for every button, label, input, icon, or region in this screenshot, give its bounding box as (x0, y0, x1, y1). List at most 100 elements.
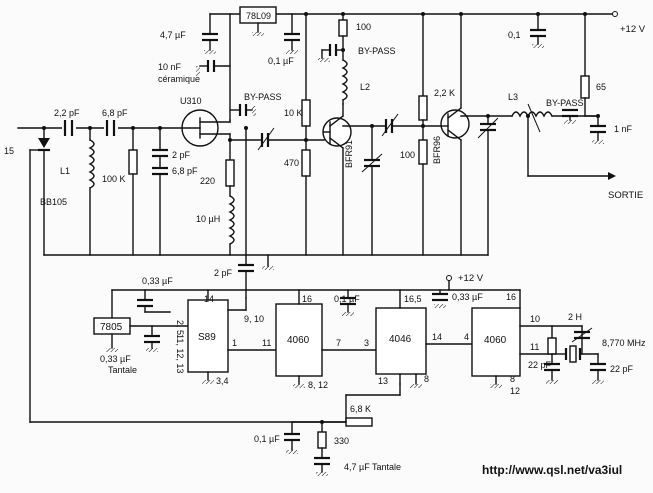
transistor-bfr96 (440, 12, 470, 256)
label-c01uf-b: 0,1 µF (334, 294, 360, 304)
label-pin-11b: 11 (530, 342, 539, 352)
ground-bus (43, 254, 489, 270)
trimmer-capacitor-a (229, 127, 325, 151)
inductor-l2 (341, 59, 348, 105)
inductor-l3 (487, 103, 600, 133)
label-l10uh: 10 µH (196, 214, 220, 224)
capacitor-1nf (590, 115, 606, 144)
transistor-bfr91 (322, 103, 352, 256)
inductor-l1 (88, 127, 95, 256)
label-pin-34: 3,4 (216, 376, 229, 386)
label-r100k: 100 K (102, 174, 126, 184)
label-bypass-a: BY-PASS (358, 46, 396, 56)
label-pin-1: 1 (232, 338, 237, 348)
label-xtal: 8,770 MHz (602, 338, 646, 348)
capacitor-2pf-prescaler (238, 126, 254, 299)
crystal-network (544, 325, 606, 384)
regulator-7805 (93, 317, 189, 352)
label-l3: L3 (508, 92, 518, 102)
label-c10nf: 10 nF (158, 62, 182, 72)
label-pin-8: 8 (424, 374, 429, 384)
interstage-coupling (342, 113, 443, 137)
label-c47uf-top: 4,7 µF (160, 30, 186, 40)
label-4046: 4046 (389, 334, 412, 345)
label-c01uf-a: 0,1 µF (268, 56, 294, 66)
capacitor-0u1-right (530, 12, 546, 48)
label-c033-b: 0,33 µF (452, 292, 483, 302)
chip-4060-b (471, 289, 583, 388)
label-c1nf: 1 nF (614, 124, 633, 134)
label-c2pf-a: 2 pF (172, 150, 191, 160)
regulator-78l09 (229, 6, 277, 121)
label-c68pf-a: 6,8 pF (102, 108, 128, 118)
capacitor-0u33-tantale (144, 325, 160, 352)
label-pin-11a: 11 (262, 338, 271, 348)
label-pin-12: 12 (510, 386, 520, 396)
label-bfr96: BFR96 (432, 136, 442, 164)
label-r470: 470 (284, 158, 299, 168)
source-resistor-220 (225, 133, 235, 256)
label-pin-10: 10 (530, 314, 540, 324)
label-c22pf: 2,2 pF (54, 108, 80, 118)
label-c01uf-r: 0,1 (508, 30, 521, 40)
source-url: http://www.qsl.net/va3iul (482, 463, 622, 477)
supply-rail-top (209, 11, 618, 17)
label-4060-a: 4060 (287, 335, 310, 346)
label-bypass-c: BY-PASS (546, 98, 584, 108)
varicap-bb105 (38, 127, 50, 256)
label-r22k: 2,2 K (434, 88, 455, 98)
resistor-65 (580, 12, 599, 117)
output-trimmer (460, 114, 499, 256)
supply-rail-mid (111, 275, 521, 319)
label-pin-3: 3 (364, 338, 369, 348)
capacitor-0u1-b (340, 289, 356, 316)
output-tap (527, 115, 616, 180)
label-vplus-mid: +12 V (458, 273, 484, 284)
label-pin-7: 7 (336, 338, 341, 348)
bypass-capacitor-a (318, 44, 345, 62)
label-r330: 330 (334, 436, 349, 446)
label-pin-16a: 16 (302, 294, 312, 304)
resistor-470 (301, 139, 311, 256)
label-num15: 15 (4, 146, 14, 156)
loop-filter (284, 394, 373, 476)
label-pin-14: 14 (204, 294, 214, 304)
resistor-100-top (338, 12, 348, 61)
capacitor-0u33-b (432, 289, 448, 308)
label-c033-a: 0,33 µF (142, 276, 173, 286)
chip-s89 (187, 289, 277, 384)
label-pin-4: 4 (464, 332, 469, 342)
label-pin-14b: 14 (432, 332, 442, 342)
label-pin-8b: 8 (510, 374, 515, 384)
chip-4060-a (275, 289, 377, 388)
label-pin-111213: 11, 12, 13 (175, 334, 185, 373)
capacitor-10nf-ceramic (196, 60, 231, 76)
resistor-2k2 (418, 12, 428, 127)
label-bypass-b: BY-PASS (244, 92, 282, 102)
label-pin-165: 16,5 (404, 294, 422, 304)
label-tantale-a: Tantale (108, 365, 137, 375)
label-r10k: 10 K (284, 108, 303, 118)
capacitor-4u7-top (202, 13, 218, 54)
resistor-10k (301, 12, 311, 141)
label-r68k: 6,8 K (350, 404, 371, 414)
chip-4046 (345, 289, 473, 396)
label-c47uf-tant: 4,7 µF Tantale (344, 462, 401, 472)
trimmer-capacitor-b (361, 125, 383, 256)
label-pin-910: 9, 10 (244, 314, 264, 324)
label-sortie: SORTIE (608, 190, 643, 201)
label-bfr91: BFR91 (344, 140, 354, 168)
label-ceramique: céramique (158, 74, 200, 84)
bypass-capacitor-c (562, 108, 578, 124)
label-r220: 220 (200, 176, 215, 186)
capacitor-2pf-6p8 (152, 127, 168, 256)
label-c22pf-a: 22 pF (528, 360, 552, 370)
resistor-100k (128, 127, 138, 256)
label-r65: 65 (596, 82, 606, 92)
label-u310: U310 (180, 96, 202, 106)
label-c033-tant: 0,33 µF (100, 354, 131, 364)
label-bb105: BB105 (40, 197, 67, 207)
label-c22pf-b: 22 pF (610, 364, 634, 374)
